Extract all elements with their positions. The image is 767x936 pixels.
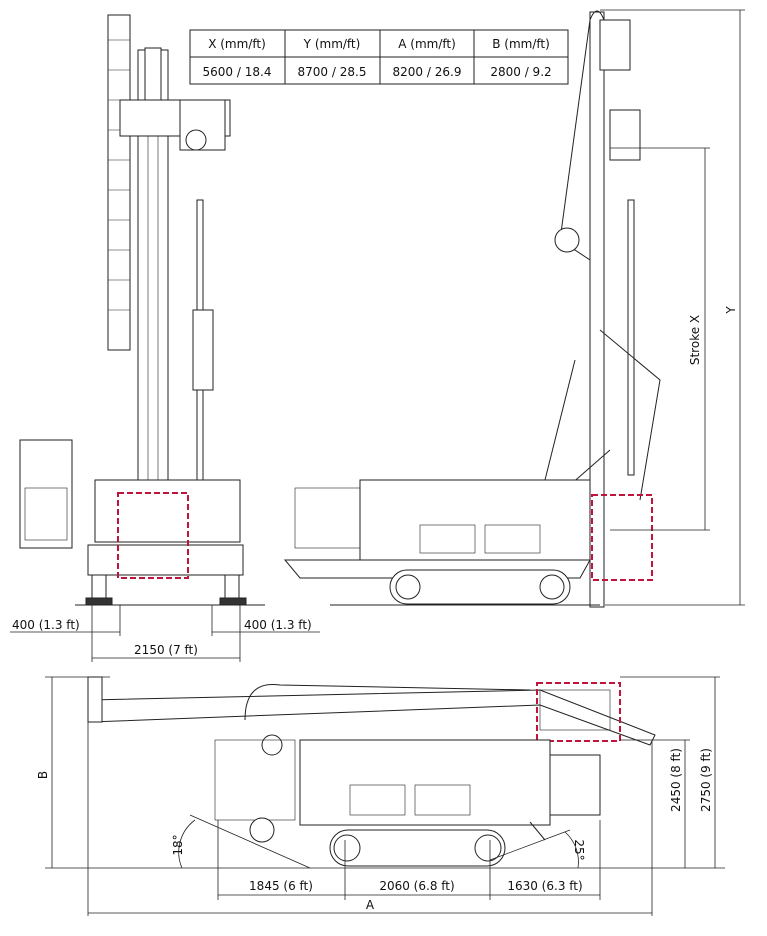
- side-highlight-box: [591, 494, 653, 581]
- track-width-label: 2150 (7 ft): [134, 643, 198, 657]
- value-x: 5600 / 18.4: [203, 65, 272, 79]
- transport-highlight-box: [536, 682, 621, 742]
- left-offset-label: 400 (1.3 ft): [12, 618, 80, 632]
- length-a-label: A: [366, 898, 375, 912]
- departure-angle-label: 25°: [572, 839, 586, 860]
- header-y: Y (mm/ft): [303, 37, 361, 51]
- stroke-x-label: Stroke X: [688, 315, 702, 365]
- side-view-rig: [283, 10, 661, 608]
- transport-view-rig: [87, 676, 656, 867]
- header-x: X (mm/ft): [208, 37, 266, 51]
- front-dimensions: 400 (1.3 ft) 400 (1.3 ft) 2150 (7 ft): [10, 605, 320, 662]
- value-a: 8200 / 26.9: [393, 65, 462, 79]
- header-a: A (mm/ft): [398, 37, 456, 51]
- rear-overhang-label: 1630 (6.3 ft): [507, 879, 582, 893]
- height-b-label: B: [36, 771, 50, 779]
- height-2750-label: 2750 (9 ft): [699, 748, 713, 812]
- header-b: B (mm/ft): [492, 37, 550, 51]
- front-highlight-box: [117, 492, 189, 579]
- value-b: 2800 / 9.2: [490, 65, 551, 79]
- height-y-label: Y: [724, 306, 738, 315]
- side-dimensions: Stroke X Y: [600, 9, 745, 606]
- height-2450-label: 2450 (8 ft): [669, 748, 683, 812]
- value-y: 8700 / 28.5: [298, 65, 367, 79]
- approach-angle-label: 18°: [171, 834, 185, 855]
- transport-dimensions: B 2450 (8 ft) 2750 (9 ft) 18° 25° 1845 (…: [36, 676, 725, 916]
- front-view-rig: [19, 14, 265, 606]
- right-offset-label: 400 (1.3 ft): [244, 618, 312, 632]
- spec-table: X (mm/ft) Y (mm/ft) A (mm/ft) B (mm/ft) …: [189, 29, 569, 85]
- track-length-label: 2060 (6.8 ft): [379, 879, 454, 893]
- front-overhang-label: 1845 (6 ft): [249, 879, 313, 893]
